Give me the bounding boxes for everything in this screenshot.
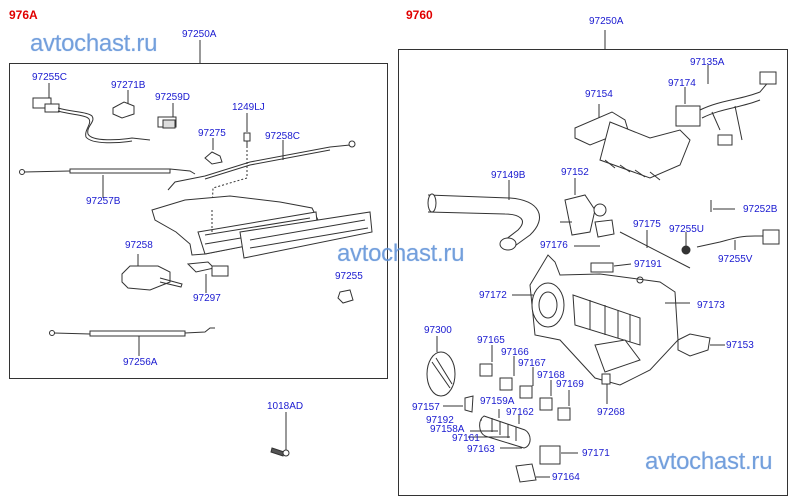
label-97268[interactable]: 97268 xyxy=(597,407,625,418)
label-97271B[interactable]: 97271B xyxy=(111,80,146,91)
section-code-left: 976A xyxy=(9,8,38,22)
label-97300[interactable]: 97300 xyxy=(424,325,452,336)
label-97255U[interactable]: 97255U xyxy=(669,224,705,235)
part-art-97300 xyxy=(427,336,455,396)
part-art-97174 xyxy=(676,65,776,145)
label-97157[interactable]: 97157 xyxy=(412,402,440,413)
label-97165[interactable]: 97165 xyxy=(477,335,505,346)
part-art-97149B xyxy=(428,180,540,250)
label-97258[interactable]: 97258 xyxy=(125,240,153,251)
part-art-97257B xyxy=(20,169,196,198)
left-assembly-frame xyxy=(9,63,388,379)
label-97255[interactable]: 97255 xyxy=(335,271,363,282)
part-art-97268 xyxy=(602,374,610,404)
part-art-97171 xyxy=(540,446,578,464)
label-97256A[interactable]: 97256A xyxy=(123,357,158,368)
label-97255V[interactable]: 97255V xyxy=(718,254,753,265)
part-art-1249LJ xyxy=(212,113,250,210)
label-97250A-left[interactable]: 97250A xyxy=(182,29,217,40)
part-art-97255C xyxy=(33,83,150,143)
label-97257B[interactable]: 97257B xyxy=(86,196,121,207)
part-art-97297 xyxy=(188,262,228,293)
part-art-97157 xyxy=(443,396,473,412)
label-97258C[interactable]: 97258C xyxy=(265,131,301,142)
part-art-97175 xyxy=(620,230,690,268)
label-97191[interactable]: 97191 xyxy=(634,259,662,270)
label-1018AD[interactable]: 1018AD xyxy=(267,401,304,412)
label-97174[interactable]: 97174 xyxy=(668,78,696,89)
label-97153[interactable]: 97153 xyxy=(726,340,754,351)
part-art-small-buttons xyxy=(480,345,570,420)
label-97192[interactable]: 97192 xyxy=(426,415,454,426)
part-art-97258C xyxy=(168,140,355,190)
label-97259D[interactable]: 97259D xyxy=(155,92,191,103)
watermark-top-left: avtochast.ru xyxy=(30,30,158,57)
label-97168[interactable]: 97168 xyxy=(537,370,565,381)
label-97255C[interactable]: 97255C xyxy=(32,72,68,83)
label-1249LJ[interactable]: 1249LJ xyxy=(232,102,265,113)
label-97297[interactable]: 97297 xyxy=(193,293,221,304)
label-97175[interactable]: 97175 xyxy=(633,219,661,230)
part-art-97259D xyxy=(158,103,176,128)
label-97173[interactable]: 97173 xyxy=(697,300,725,311)
watermark-bottom-right: avtochast.ru xyxy=(645,448,773,475)
part-art-97255 xyxy=(338,290,353,303)
label-97159A[interactable]: 97159A xyxy=(480,396,515,407)
label-97275[interactable]: 97275 xyxy=(198,128,226,139)
part-art-97256A xyxy=(50,328,216,356)
label-97149B[interactable]: 97149B xyxy=(491,170,526,181)
label-97250A-right[interactable]: 97250A xyxy=(589,16,624,27)
watermark-middle: avtochast.ru xyxy=(337,240,465,267)
label-97158A[interactable]: 97158A xyxy=(430,424,465,435)
part-art-button-strip xyxy=(468,409,530,448)
label-97161[interactable]: 97161 xyxy=(452,433,480,444)
label-97162[interactable]: 97162 xyxy=(506,407,534,418)
label-97164[interactable]: 97164 xyxy=(552,472,580,483)
part-art-97191 xyxy=(591,263,631,272)
part-art-97153 xyxy=(678,334,725,356)
label-97172[interactable]: 97172 xyxy=(479,290,507,301)
part-art-control-panel xyxy=(152,196,372,258)
label-97163[interactable]: 97163 xyxy=(467,444,495,455)
label-97167[interactable]: 97167 xyxy=(518,358,546,369)
label-97171[interactable]: 97171 xyxy=(582,448,610,459)
label-97176[interactable]: 97176 xyxy=(540,240,568,251)
part-art-housing xyxy=(512,255,690,385)
label-97154[interactable]: 97154 xyxy=(585,89,613,100)
label-97252B[interactable]: 97252B xyxy=(743,204,778,215)
part-art-97258 xyxy=(122,254,182,290)
part-art-97164 xyxy=(516,464,550,482)
part-art-97154 xyxy=(575,104,690,180)
label-97152[interactable]: 97152 xyxy=(561,167,589,178)
part-art-97275 xyxy=(205,138,222,164)
label-97169[interactable]: 97169 xyxy=(556,379,584,390)
part-art-97152 xyxy=(560,178,614,237)
part-art-97255U xyxy=(682,232,690,254)
label-97166[interactable]: 97166 xyxy=(501,347,529,358)
label-97135A[interactable]: 97135A xyxy=(690,57,725,68)
part-art-97271B xyxy=(113,90,134,118)
part-art-97252B xyxy=(711,200,735,212)
section-code-right: 9760 xyxy=(406,8,433,22)
right-assembly-frame xyxy=(398,49,788,496)
part-art-97255V xyxy=(697,230,779,250)
part-art-1018AD xyxy=(271,412,289,456)
